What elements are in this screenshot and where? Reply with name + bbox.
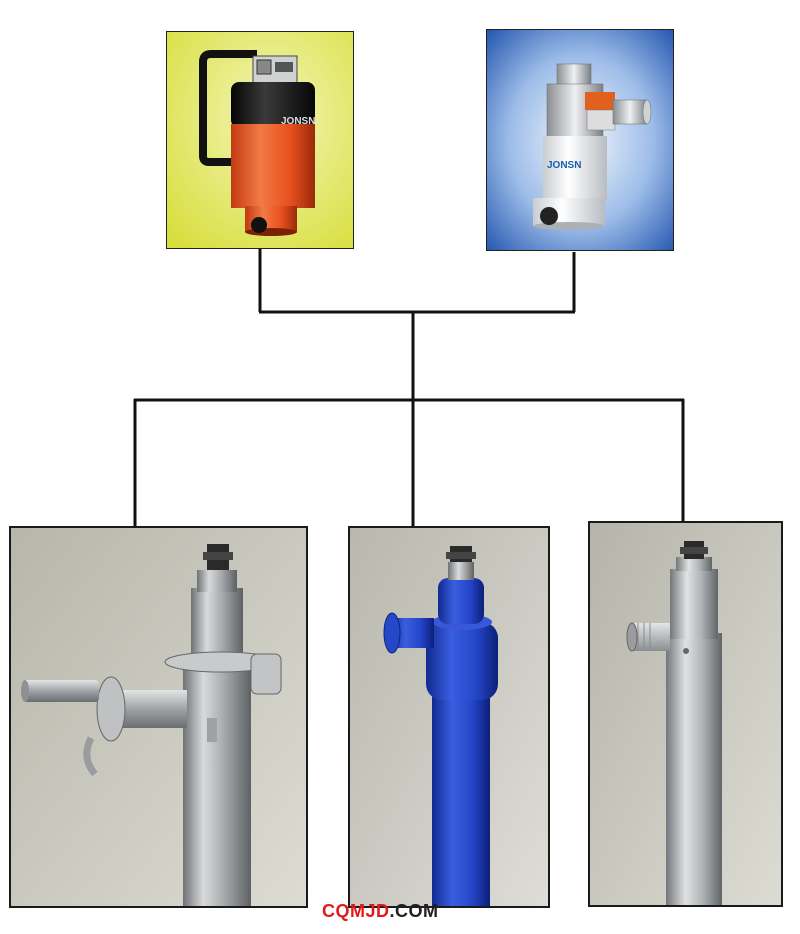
brand-label: JONSN — [547, 160, 581, 171]
watermark: CQMJD.COM — [322, 901, 439, 922]
stainless-tube-clamp-image — [9, 526, 308, 908]
brand-label: JONSN — [281, 116, 315, 127]
watermark-part2: .COM — [389, 901, 439, 921]
pneumatic-motor-image: JONSN — [486, 29, 674, 251]
blue-tube-image — [348, 526, 550, 908]
watermark-part1: CQMJD — [322, 901, 390, 921]
electric-motor-image: JONSN — [166, 31, 354, 249]
stainless-tube-threaded-image — [588, 521, 783, 907]
